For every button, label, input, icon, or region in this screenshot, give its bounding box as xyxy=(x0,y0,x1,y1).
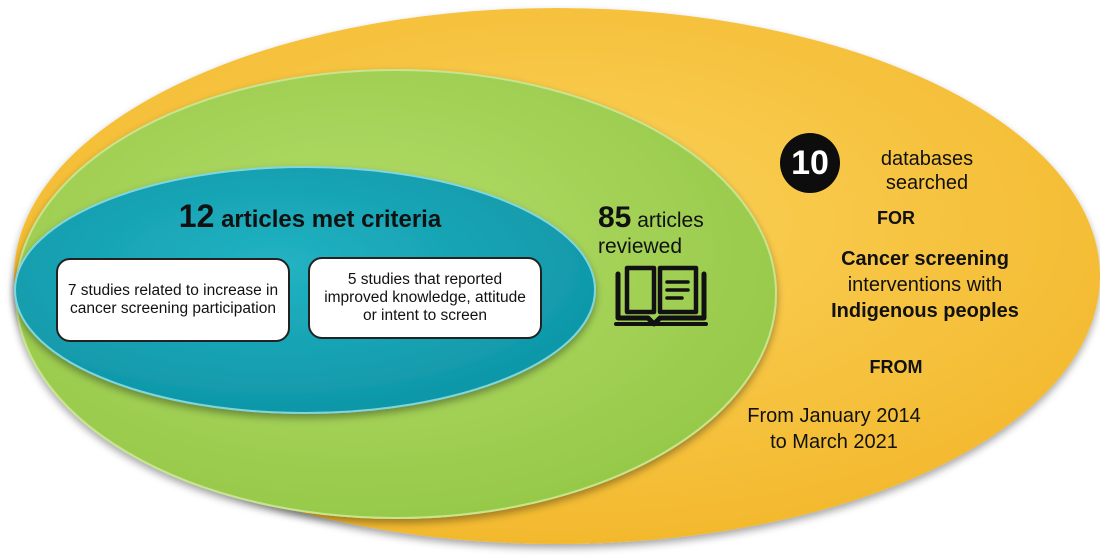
reviewed-count: 85 xyxy=(598,201,632,234)
for-label: FOR xyxy=(877,208,915,228)
database-count-badge: 10 xyxy=(780,133,840,193)
date-range: From January 2014 to March 2021 xyxy=(724,403,944,455)
study-box-participation-text: 7 studies related to increase in cancer … xyxy=(67,282,279,317)
study-box-participation: 7 studies related to increase in cancer … xyxy=(56,258,290,342)
date-range-line2: to March 2021 xyxy=(770,431,898,453)
met-criteria-heading: 12 articles met criteria xyxy=(120,198,500,235)
databases-label-line2: searched xyxy=(885,172,969,194)
reviewed-label-line1: articles xyxy=(637,209,704,232)
study-box-knowledge-text: 5 studies that reported improved knowled… xyxy=(324,271,526,324)
date-range-line1: From January 2014 xyxy=(747,405,921,427)
book-icon xyxy=(614,265,708,327)
inner-ellipse xyxy=(14,166,596,414)
database-count: 10 xyxy=(791,143,829,182)
study-box-knowledge: 5 studies that reported improved knowled… xyxy=(308,257,542,339)
met-criteria-label: articles met criteria xyxy=(221,206,442,233)
databases-label: databases searched xyxy=(852,147,1002,195)
reviewed-label: 85 articles reviewed xyxy=(598,203,748,260)
topic-line2: interventions with xyxy=(847,274,1003,296)
from-label: FROM xyxy=(869,357,923,377)
met-criteria-count: 12 xyxy=(178,198,215,234)
reviewed-label-line2: reviewed xyxy=(598,235,683,258)
topic-line1: Cancer screening xyxy=(841,248,1009,270)
topic-text: Cancer screening interventions with Indi… xyxy=(800,246,1050,324)
databases-label-line1: databases xyxy=(880,148,974,170)
topic-line3: Indigenous peoples xyxy=(831,300,1019,322)
